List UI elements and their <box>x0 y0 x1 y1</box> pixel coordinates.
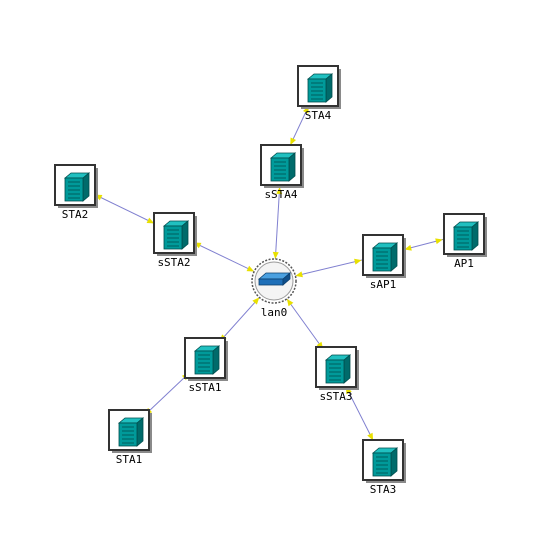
node-label: STA1 <box>116 453 143 466</box>
link-arrow <box>272 251 279 260</box>
node-sSTA1[interactable]: sSTA1 <box>184 337 228 394</box>
node-STA1[interactable]: STA1 <box>108 409 152 466</box>
link-arrow <box>290 137 297 146</box>
server-icon <box>117 417 145 447</box>
node-sSTA3[interactable]: sSTA3 <box>315 346 359 403</box>
server-icon <box>306 73 334 103</box>
node-label: STA3 <box>370 483 397 496</box>
node-AP1[interactable]: AP1 <box>443 213 487 270</box>
server-icon <box>269 152 297 182</box>
switch-icon <box>257 272 292 286</box>
node-label: lan0 <box>261 306 288 319</box>
node-label: AP1 <box>454 257 474 270</box>
server-icon <box>371 242 399 272</box>
link-arrow <box>404 244 412 251</box>
link-arrow <box>286 298 294 307</box>
node-STA3[interactable]: STA3 <box>362 439 406 496</box>
server-icon <box>193 345 221 375</box>
link-arrow <box>295 271 303 278</box>
link-arrow <box>246 265 255 272</box>
node-label: STA2 <box>62 208 89 221</box>
server-icon <box>371 447 399 477</box>
server-icon <box>324 354 352 384</box>
link-arrow <box>354 258 362 265</box>
node-lan0[interactable]: lan0 <box>251 258 297 319</box>
node-label: sSTA3 <box>319 390 352 403</box>
node-sSTA4[interactable]: sSTA4 <box>260 144 304 201</box>
node-sSTA2[interactable]: sSTA2 <box>153 212 197 269</box>
link-arrow <box>367 432 374 441</box>
node-label: sAP1 <box>370 278 397 291</box>
server-icon <box>63 172 91 202</box>
server-icon <box>162 220 190 250</box>
link-arrow <box>435 238 443 245</box>
node-label: STA4 <box>305 109 332 122</box>
node-STA2[interactable]: STA2 <box>54 164 98 221</box>
node-label: sSTA2 <box>157 256 190 269</box>
link-arrow <box>276 186 283 195</box>
node-label: sSTA4 <box>264 188 297 201</box>
node-label: sSTA1 <box>188 381 221 394</box>
node-sAP1[interactable]: sAP1 <box>362 234 406 291</box>
link-arrow <box>146 217 155 224</box>
server-icon <box>452 221 480 251</box>
node-STA4[interactable]: STA4 <box>297 65 341 122</box>
link-arrow <box>252 297 260 305</box>
